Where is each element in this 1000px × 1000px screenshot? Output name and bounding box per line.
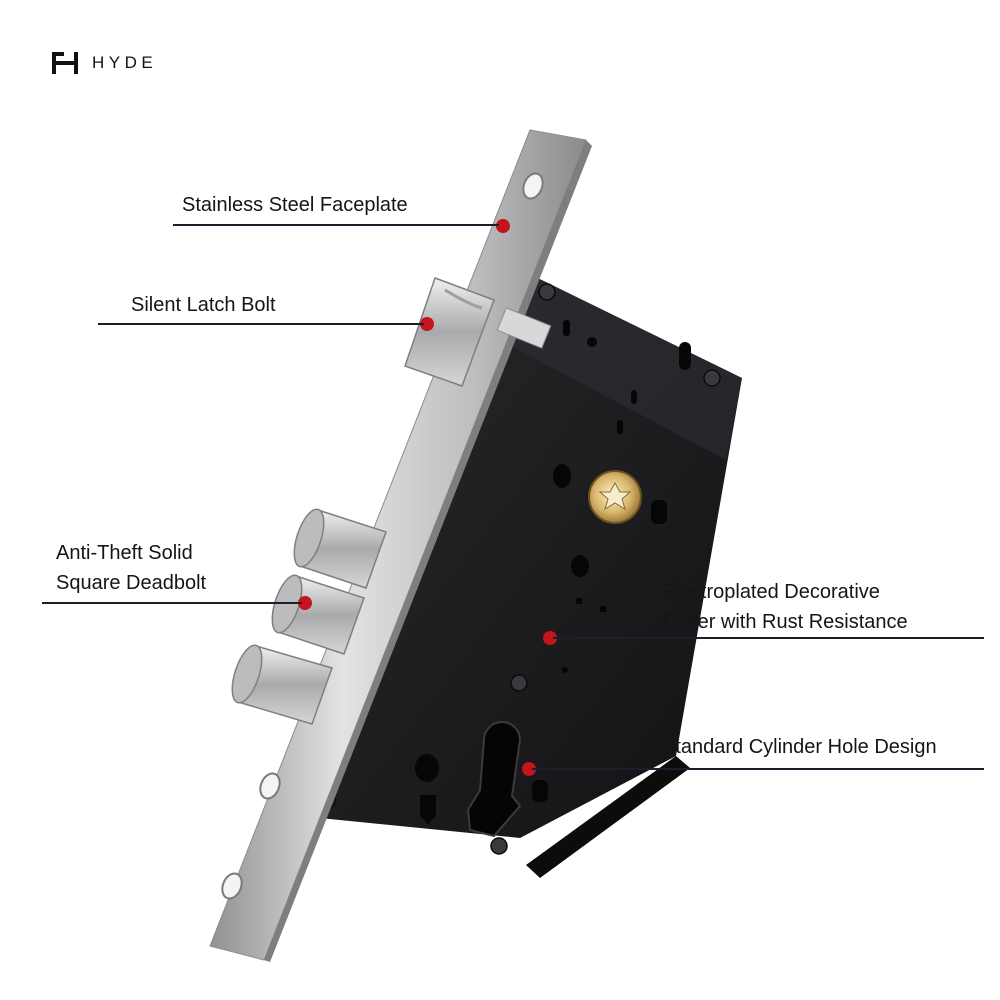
callout-dot-cover: [543, 631, 557, 645]
callout-dots: [298, 219, 557, 776]
callout-dot-latch: [420, 317, 434, 331]
callout-dot-faceplate: [496, 219, 510, 233]
label-deadbolt: Anti-Theft Solid Square Deadbolt: [56, 542, 207, 594]
faceplate: [209, 129, 592, 962]
leader-line-faceplate: [173, 224, 499, 226]
label-faceplate: Stainless Steel Faceplate: [182, 194, 408, 216]
leader-line-cylinder: [532, 768, 984, 770]
latch-bolt: [404, 277, 552, 387]
deadbolts: [231, 508, 387, 725]
leader-line-deadbolt: [42, 602, 302, 604]
case-slots: [415, 320, 691, 825]
label-cylinder-hole: Standard Cylinder Hole Design: [662, 736, 937, 758]
brand-name: HYDE: [92, 53, 158, 72]
callout-dot-cylinder: [522, 762, 536, 776]
leader-line-cover: [553, 637, 984, 639]
spindle-hub: [588, 470, 642, 524]
label-decorative-cover: Electroplated Decorative Cover with Rust…: [662, 581, 908, 633]
brand: HYDE: [52, 52, 157, 74]
leader-line-latch: [98, 323, 424, 325]
callout-dot-deadbolt: [298, 596, 312, 610]
label-latch-bolt: Silent Latch Bolt: [131, 294, 276, 316]
lock-case: [300, 262, 742, 878]
cylinder-hole: [466, 721, 522, 838]
hyde-h-logo-icon: [52, 52, 78, 74]
